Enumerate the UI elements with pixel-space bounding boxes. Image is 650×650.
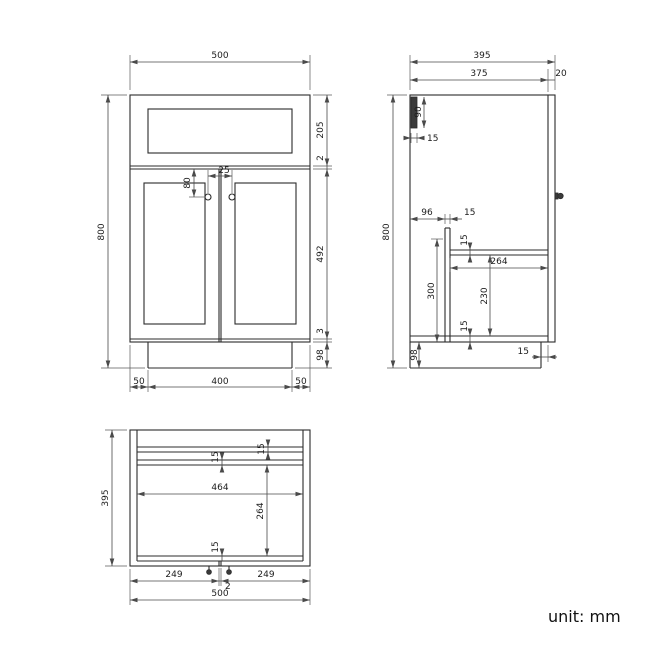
dim-front-plinth-width: 400 [211,377,228,387]
dim-front-width-total: 500 [211,51,228,61]
front-left-door-handle [204,193,212,201]
unit-label: unit: mm [548,607,621,626]
dim-side-plinth-height: 98 [410,349,420,361]
front-drawer-panel [147,108,293,154]
dim-top-width-total: 500 [211,589,228,599]
side-dimensions: 395 375 20 800 90 15 96 15 15 264 300 23… [382,51,567,369]
top-cabinet-outline [129,429,311,567]
dim-front-plinth-inset-left: 50 [133,377,145,387]
dim-side-divider-thickness: 15 [464,208,475,218]
side-handle-knob [557,192,564,200]
dim-front-handle-spacing: 25 [218,166,229,176]
dim-side-divider-offset: 96 [421,208,433,218]
dim-front-plinth-inset-right: 50 [295,377,307,387]
dim-front-drawer-gap: 2 [316,155,326,161]
dim-side-bottom-panel-thickness: 15 [460,320,470,331]
dim-front-door-height: 492 [316,245,326,262]
side-back-rail [410,96,418,129]
dim-side-back-rail-thickness: 15 [427,134,438,144]
dim-top-inner-width: 464 [211,483,228,493]
front-cabinet-outline [129,94,311,343]
dim-side-back-rail-height: 90 [414,106,424,118]
top-right-door-knob [226,569,232,575]
dim-top-back-rail-thickness: 15 [257,443,267,454]
dim-front-bottom-gap: 3 [316,328,326,334]
dim-top-door-gap: 2 [225,582,231,592]
front-left-door-panel [143,182,206,325]
dim-front-drawer-height: 205 [316,121,326,138]
side-view: 395 375 20 800 90 15 96 15 15 264 300 23… [382,51,567,369]
front-object-lines [129,94,311,369]
dim-front-handle-drop: 80 [183,177,193,189]
dim-side-shelf-thickness: 15 [460,234,470,245]
top-dimensions: 395 15 15 464 264 15 249 249 2 500 [101,429,311,605]
dim-side-shelf-depth: 264 [490,257,507,267]
dim-top-front-rail-thickness: 15 [211,541,221,552]
top-view: 395 15 15 464 264 15 249 249 2 500 [101,429,311,605]
front-view: 500 800 205 2 492 3 98 80 25 50 400 50 [97,51,332,392]
dim-top-door-width-left: 249 [165,570,182,580]
dim-side-door-thickness: 20 [555,69,567,79]
front-dimensions: 500 800 205 2 492 3 98 80 25 50 400 50 [97,51,332,392]
top-left-door-knob [206,569,212,575]
front-right-door-handle [228,193,236,201]
dim-side-clear-height: 230 [480,287,490,304]
top-object-lines [129,429,311,575]
dim-front-plinth-height: 98 [316,349,326,361]
front-right-door-panel [234,182,297,325]
dim-side-carcass-depth: 375 [470,69,487,79]
dim-top-door-width-right: 249 [257,570,274,580]
dim-side-height-total: 800 [382,223,392,240]
dim-side-depth-total: 395 [473,51,490,61]
dim-side-support-height: 300 [427,282,437,299]
dim-top-depth-total: 395 [101,489,111,506]
dim-top-inner-depth: 264 [256,502,266,519]
dim-side-plinth-recess: 15 [518,347,529,357]
dim-front-height-total: 800 [97,223,107,240]
dim-top-shelf-edge-thickness: 15 [211,451,221,462]
